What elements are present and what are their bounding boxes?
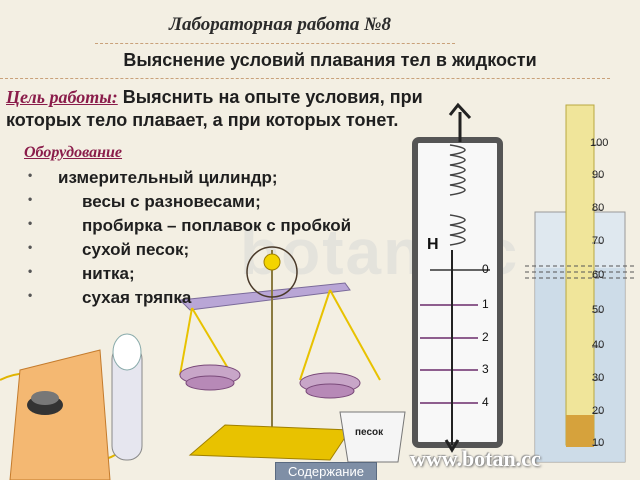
goal-label: Цель работы: (6, 87, 118, 107)
float-tube (565, 104, 595, 446)
subtitle-divider (0, 78, 610, 79)
bullet-icon: • (28, 288, 33, 302)
dynamometer-tick-1: 1 (482, 297, 489, 311)
dynamometer-tick-0: 0 (482, 262, 489, 276)
bullet-icon: • (28, 240, 33, 254)
cylinder-tick-80: 80 (592, 202, 605, 214)
dynamometer-frame (412, 137, 503, 448)
cylinder-tick-60: 60 (592, 269, 605, 281)
scale-dial (246, 246, 298, 298)
bullet-icon: • (28, 192, 33, 206)
dynamometer-spring (449, 144, 466, 246)
thread-spool-top (31, 391, 59, 405)
scale-base (188, 424, 351, 461)
cylinder-tick-10: 10 (592, 437, 605, 449)
bullet-icon: • (28, 216, 33, 230)
dynamometer-tick-4: 4 (482, 395, 489, 409)
goal-text-line2: которых тело плавает, а при которых тоне… (6, 110, 399, 130)
cylinder-tick-30: 30 (592, 372, 605, 384)
bullet-icon: • (28, 168, 33, 182)
cylinder-tick-40: 40 (592, 339, 605, 351)
contents-button[interactable]: Содержание (275, 462, 377, 480)
goal-text-line1: Выяснить на опыте условия, при (117, 87, 423, 107)
sand-cup (339, 411, 406, 463)
dry-cloth (9, 349, 111, 480)
dynamometer-tick-3: 3 (482, 362, 489, 376)
test-tube-cork (112, 333, 142, 371)
goal-block: Цель работы: Выяснить на опыте условия, … (6, 86, 606, 132)
equipment-title: Оборудование (24, 144, 123, 161)
site-logo-text: www.botan.cc (410, 446, 541, 471)
cylinder-tick-100: 100 (590, 137, 609, 149)
bullet-icon: • (28, 264, 33, 278)
dynamometer-tick-2: 2 (482, 330, 489, 344)
cylinder-tick-50: 50 (592, 304, 605, 316)
cylinder-tick-20: 20 (592, 405, 605, 417)
scale-pointer-knob (263, 253, 281, 271)
sand-label: песок (355, 427, 384, 438)
title-divider (95, 43, 455, 44)
cylinder-tick-90: 90 (592, 169, 605, 181)
float-sand (566, 415, 594, 447)
lab-title: Лабораторная работа №8 (168, 14, 392, 35)
dynamometer-unit-letter: Н (427, 236, 439, 253)
slide-subtitle: Выяснение условий плавания тел в жидкост… (123, 50, 537, 70)
cylinder-tick-70: 70 (592, 235, 605, 247)
